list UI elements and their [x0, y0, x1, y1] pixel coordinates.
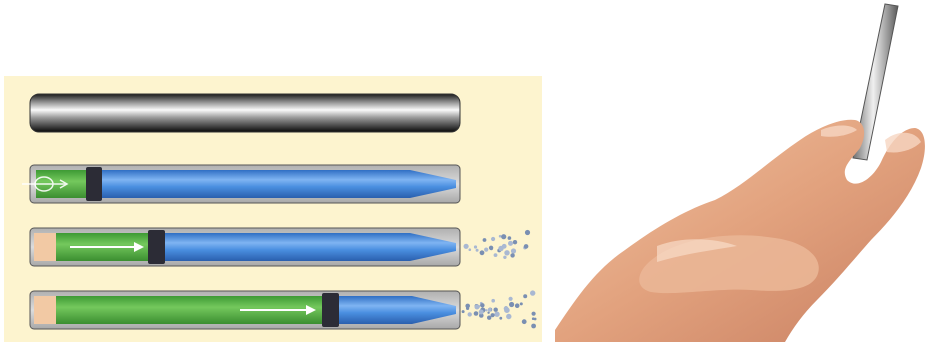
droplet	[468, 312, 472, 316]
droplet	[491, 299, 495, 303]
pump-stage-late	[30, 291, 460, 329]
droplet	[491, 313, 495, 317]
droplet	[510, 253, 514, 257]
droplet	[515, 303, 520, 308]
droplet	[524, 244, 529, 249]
droplet	[499, 317, 502, 320]
semipermeable-membrane	[34, 296, 56, 324]
piston	[86, 167, 102, 201]
droplet	[480, 304, 483, 307]
droplet	[532, 312, 536, 316]
implant-photo	[555, 0, 933, 342]
droplet	[474, 245, 477, 248]
droplet	[531, 324, 536, 329]
semipermeable-membrane	[34, 233, 56, 261]
droplet	[494, 308, 498, 312]
droplet	[509, 302, 514, 307]
droplet	[498, 246, 503, 251]
drug-reservoir	[165, 233, 456, 261]
droplet	[491, 237, 495, 241]
pump-stage-middle	[30, 228, 460, 266]
droplet	[477, 305, 480, 308]
droplet	[485, 309, 487, 311]
droplet	[469, 248, 472, 251]
osmotic-pump-diagram	[0, 0, 560, 342]
droplet	[506, 314, 511, 319]
droplet	[474, 311, 479, 316]
droplet	[523, 294, 527, 298]
droplet	[462, 310, 465, 313]
droplet	[503, 256, 506, 259]
droplet	[520, 302, 523, 305]
droplet	[480, 250, 485, 255]
droplet	[522, 319, 527, 324]
droplet	[499, 235, 502, 238]
droplet	[501, 234, 506, 239]
droplet	[505, 310, 508, 313]
droplet	[508, 236, 512, 240]
droplet	[479, 310, 484, 315]
piston	[322, 293, 339, 327]
droplet	[465, 304, 470, 309]
droplet	[494, 253, 498, 257]
droplet	[534, 318, 537, 321]
titanium-implant-rod	[30, 94, 460, 132]
droplet	[494, 312, 499, 317]
droplet	[508, 241, 513, 246]
droplet	[509, 297, 513, 301]
droplet	[513, 240, 517, 244]
droplet	[511, 248, 516, 253]
droplet	[525, 230, 530, 235]
droplet	[530, 290, 535, 295]
droplet	[476, 249, 479, 252]
hand-icon	[555, 120, 925, 342]
drug-reservoir	[102, 170, 456, 198]
droplet	[483, 238, 487, 242]
piston	[148, 230, 165, 264]
pump-stage-initial	[22, 165, 460, 203]
droplet	[488, 308, 492, 312]
droplet	[504, 250, 509, 255]
droplet	[464, 244, 469, 249]
droplet	[489, 246, 493, 250]
droplet	[484, 248, 488, 252]
droplet	[487, 312, 489, 314]
